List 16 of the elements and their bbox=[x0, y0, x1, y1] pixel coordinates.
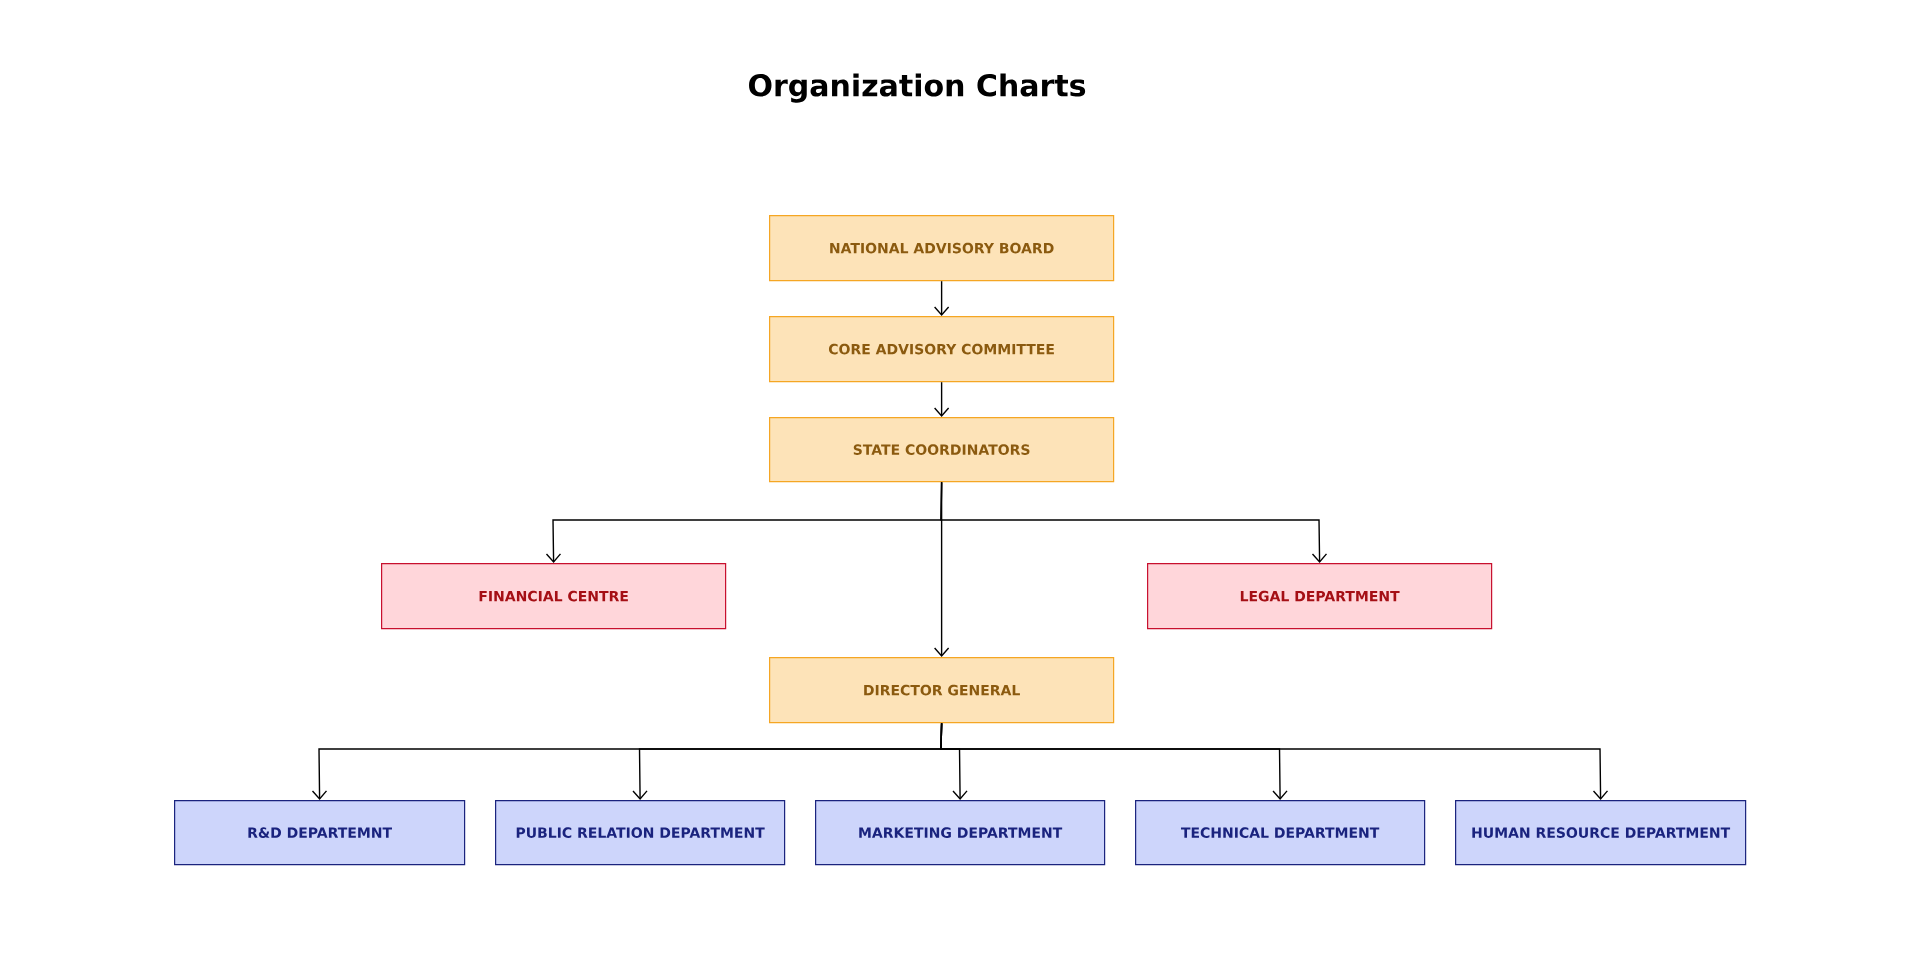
arrow bbox=[933, 381, 950, 417]
org-box: HUMAN RESOURCE DEPARTMENT bbox=[1455, 800, 1747, 866]
org-box: TECHNICAL DEPARTMENT bbox=[1135, 800, 1426, 866]
org-box: CORE ADVISORY COMMITTEE bbox=[769, 316, 1115, 383]
org-box: DIRECTOR GENERAL bbox=[769, 657, 1115, 724]
org-box: LEGAL DEPARTMENT bbox=[1147, 563, 1493, 630]
arrow bbox=[940, 722, 1609, 800]
org-box: MARKETING DEPARTMENT bbox=[815, 800, 1106, 866]
arrow bbox=[933, 280, 950, 316]
org-box: NATIONAL ADVISORY BOARD bbox=[769, 215, 1115, 282]
org-box: PUBLIC RELATION DEPARTMENT bbox=[495, 800, 786, 866]
title: Organization Charts bbox=[749, 73, 1086, 103]
arrow bbox=[933, 481, 950, 657]
org-box: STATE COORDINATORS bbox=[769, 417, 1115, 483]
org-box: R&D DEPARTEMNT bbox=[174, 800, 466, 866]
org-box: FINANCIAL CENTRE bbox=[381, 563, 727, 630]
